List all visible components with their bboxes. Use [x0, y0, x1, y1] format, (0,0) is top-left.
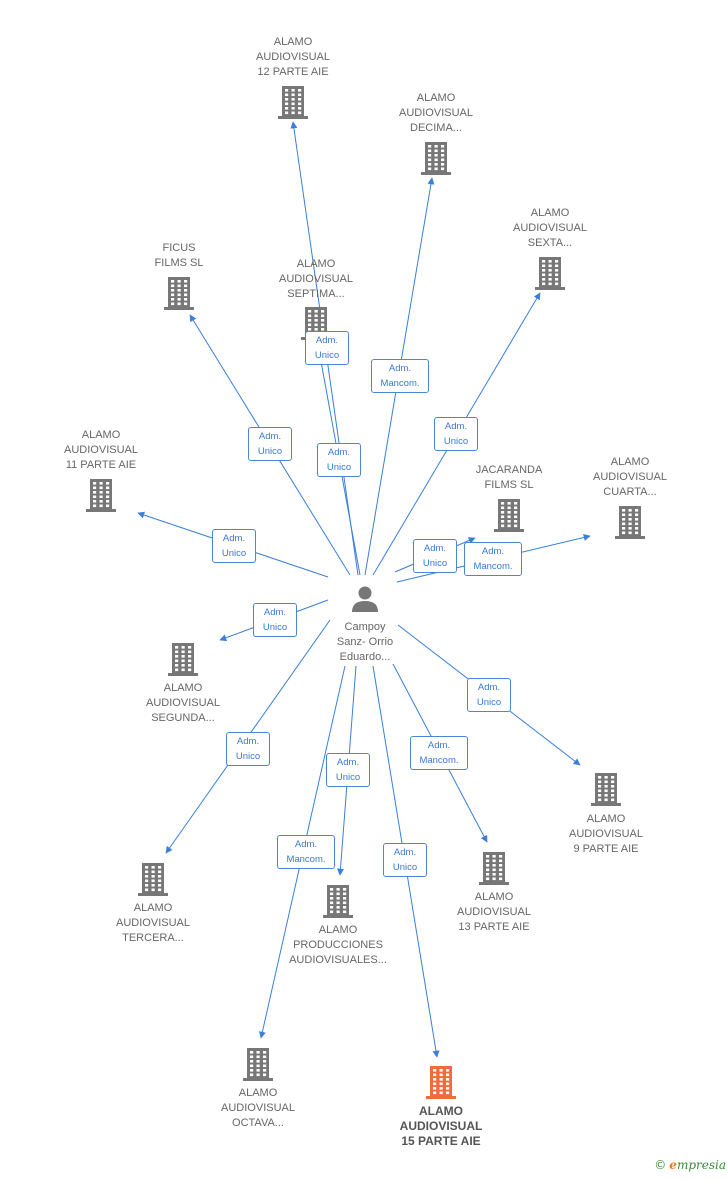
edge-label-ndecima[interactable]: Adm. Mancom.	[371, 359, 429, 393]
building-icon	[168, 643, 198, 676]
building-icon	[615, 506, 645, 539]
edge-label-n11[interactable]: Adm. Unico	[212, 529, 256, 563]
node-label-n15: ALAMO AUDIOVISUAL 15 PARTE AIE	[399, 1104, 483, 1148]
edge-label-n12[interactable]: Adm. Unico	[305, 331, 349, 365]
person-icon	[352, 586, 378, 612]
edge-label-n13[interactable]: Adm. Mancom.	[410, 736, 468, 770]
node-label-n11: ALAMO AUDIOVISUAL 11 PARTE AIE	[64, 429, 138, 471]
building-icon	[138, 863, 168, 896]
building-icon	[426, 1066, 456, 1099]
edge-label-njacaranda[interactable]: Adm. Unico	[413, 539, 457, 573]
edge-label-nsexta[interactable]: Adm. Unico	[434, 417, 478, 451]
node-label-nseptima: ALAMO AUDIOVISUAL SEPTIMA...	[279, 258, 353, 300]
node-label-person: Campoy Sanz- Orrio Eduardo...	[336, 621, 394, 663]
building-icon	[535, 257, 565, 290]
node-label-njacaranda: JACARANDA FILMS SL	[475, 464, 543, 491]
brand-name: mpresia	[676, 1158, 726, 1172]
node-label-nficus: FICUS FILMS SL	[154, 242, 204, 269]
edge-label-n9[interactable]: Adm. Unico	[467, 678, 511, 712]
building-icon	[479, 852, 509, 885]
node-label-nproducciones: ALAMO PRODUCCIONES AUDIOVISUALES...	[289, 924, 387, 966]
node-label-ncuarta: ALAMO AUDIOVISUAL CUARTA...	[593, 456, 667, 498]
building-icon	[86, 479, 116, 512]
edge-label-nficus[interactable]: Adm. Unico	[248, 427, 292, 461]
edge-label-nproducciones[interactable]: Adm. Unico	[326, 753, 370, 787]
building-icon	[243, 1048, 273, 1081]
node-label-nsexta: ALAMO AUDIOVISUAL SEXTA...	[513, 207, 587, 249]
edge-label-ncuarta[interactable]: Adm. Mancom.	[464, 542, 522, 576]
brand-initial: e	[669, 1158, 677, 1172]
building-icon	[494, 499, 524, 532]
edge-label-ntercera[interactable]: Adm. Unico	[226, 732, 270, 766]
edge-label-n15[interactable]: Adm. Unico	[383, 843, 427, 877]
node-label-noctava: ALAMO AUDIOVISUAL OCTAVA...	[221, 1087, 295, 1129]
building-icon	[323, 885, 353, 918]
edge-label-nsegunda[interactable]: Adm. Unico	[253, 603, 297, 637]
node-label-n12: ALAMO AUDIOVISUAL 12 PARTE AIE	[256, 36, 330, 78]
brand-watermark: ©empresia	[654, 1158, 726, 1172]
node-label-ntercera: ALAMO AUDIOVISUAL TERCERA...	[116, 902, 190, 944]
node-label-n13: ALAMO AUDIOVISUAL 13 PARTE AIE	[457, 891, 531, 933]
edge-label-nseptima[interactable]: Adm. Unico	[317, 443, 361, 477]
copyright-symbol: ©	[654, 1158, 667, 1172]
building-icon	[278, 86, 308, 119]
building-icon	[164, 277, 194, 310]
node-label-nsegunda: ALAMO AUDIOVISUAL SEGUNDA...	[146, 682, 220, 724]
building-icon	[421, 142, 451, 175]
node-label-ndecima: ALAMO AUDIOVISUAL DECIMA...	[399, 92, 473, 134]
building-icon	[591, 773, 621, 806]
edge-label-noctava[interactable]: Adm. Mancom.	[277, 835, 335, 869]
node-label-n9: ALAMO AUDIOVISUAL 9 PARTE AIE	[569, 813, 643, 855]
